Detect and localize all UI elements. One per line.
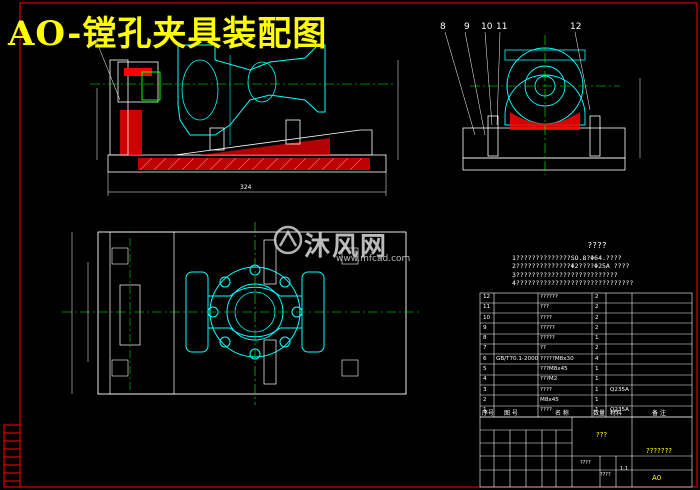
bom-row: 10???? 2 [480, 314, 692, 324]
bom-header-name: 名 称 [555, 410, 569, 417]
bom-row: 1???? 1 Q235A [480, 406, 692, 416]
brand-watermark: 沐风网 [304, 226, 388, 263]
part-number-10: 10 [481, 22, 493, 32]
bom-header-qty: 数量 [593, 410, 606, 417]
tech-title: ???? [587, 242, 607, 250]
bom-row: 4 ???M2 1 [480, 375, 692, 385]
bom-cell-no: 2 [483, 396, 487, 403]
dimension-324: 324 [240, 184, 252, 191]
bom-cell-qty: 1 [595, 386, 599, 393]
bom-cell-no: 9 [483, 324, 487, 331]
bom-cell-no: 10 [483, 314, 491, 321]
bom-header-material: 材料 [610, 410, 623, 417]
bom-cell-qty: 1 [595, 396, 599, 403]
drawing-title: AO-镗孔夹具装配图 [8, 14, 328, 54]
bom-cell-qty: 2 [595, 345, 599, 352]
bom-table-grid [479, 292, 693, 418]
title-block-right: ??????? [646, 447, 673, 455]
bom-cell-qty: 2 [595, 314, 599, 321]
bom-cell-qty: 1 [595, 376, 599, 383]
bom-row: 6 GB/T70.1-2000?????M8x30 4 [480, 355, 692, 365]
title-block-grid [479, 416, 693, 488]
bom-cell-name: ???? [540, 314, 552, 321]
bom-cell-qty: 2 [595, 324, 599, 331]
front-view [90, 39, 399, 196]
bom-cell-no: 1 [483, 407, 487, 414]
bom-row: 5 ???M8x45 1 [480, 365, 692, 375]
side-view [444, 31, 641, 175]
bom-cell-name: ?? [540, 345, 546, 352]
bom-cell-no: 12 [483, 294, 491, 300]
bom-row: 11??? 2 [480, 303, 692, 313]
part-number-11: 11 [496, 22, 508, 32]
tech-line: 1??????????????SO.8?Φ64.???? [512, 253, 622, 262]
drawing-border [19, 2, 698, 488]
title-block-sheet: A0 [652, 474, 662, 482]
bom-cell-qty: 4 [595, 355, 599, 362]
bom-cell-name: ???? [540, 407, 552, 414]
bom-cell-qty: 1 [595, 366, 599, 373]
bom-cell-no: 8 [483, 335, 487, 342]
bom-cell-mat: Q235A [610, 386, 629, 393]
part-number-12: 12 [570, 22, 582, 32]
brand-logo-icon [273, 225, 303, 255]
brand-url: www.mfcad.com [336, 254, 411, 264]
bom-cell-no: 4 [483, 376, 487, 383]
title-block-small1: ???? [580, 460, 591, 466]
title-block-scale: 1:1 [620, 466, 629, 472]
top-view [62, 222, 420, 405]
bom-header-remark: 备 注 [652, 410, 666, 417]
bom-cell-name: ????? [540, 335, 555, 342]
bom-row: 7?? 2 [480, 344, 692, 354]
bom-cell-no: 5 [483, 366, 487, 373]
part-number-8: 8 [440, 22, 446, 32]
bom-row: 12?????? 2 [480, 293, 692, 303]
title-block-center: ??? [596, 431, 608, 439]
bom-row: 8????? 1 [480, 334, 692, 344]
bom-cell-mat: Q235A [610, 407, 629, 414]
bom-cell-name: ?????M8x30 [540, 355, 574, 362]
bom-cell-name: ??? [540, 304, 549, 311]
technical-requirements: ???? 1??????????????SO.8?Φ64.???? 2?????… [512, 242, 682, 288]
bom-cell-name: ???M2 [540, 376, 558, 383]
bom-cell-name: M8x45 [540, 396, 559, 403]
tech-line: 4?????????????????????????????? [512, 279, 634, 287]
bom-cell-no: 3 [483, 386, 487, 393]
bom-cell-qty: 1 [595, 335, 599, 342]
bom-cell-name: ????? [540, 324, 555, 331]
bom-cell-qty: 1 [595, 407, 599, 414]
bom-cell-no: 7 [483, 345, 487, 352]
bom-header-code: 图 号 [504, 410, 518, 417]
bom-row: 2 M8x45 1 [480, 396, 692, 406]
left-margin-table [3, 424, 21, 488]
part-number-9: 9 [464, 22, 470, 32]
bom-cell-qty: 2 [595, 304, 599, 311]
tech-line: 3?????????????????????????? [512, 270, 618, 279]
bom-header-no: 序号 [482, 410, 495, 417]
title-block-small2: ???? [600, 472, 611, 478]
brand-name: 沐风网 [304, 232, 389, 262]
bom-cell-name: ?????? [540, 294, 558, 300]
bom-cell-code: GB/T70.1-2000 [496, 355, 539, 362]
bom-cell-name: ???? [540, 386, 552, 393]
bom-cell-no: 11 [483, 304, 491, 311]
bom-cell-no: 6 [483, 355, 487, 362]
tech-line: 2??????????????Φ2????Φ25A ???? [512, 262, 630, 270]
bom-row: 3???? 1 Q235A [480, 386, 692, 396]
bom-cell-qty: 2 [595, 294, 599, 300]
bom-row: 9????? 2 [480, 324, 692, 334]
bom-cell-name: ???M8x45 [540, 366, 568, 373]
